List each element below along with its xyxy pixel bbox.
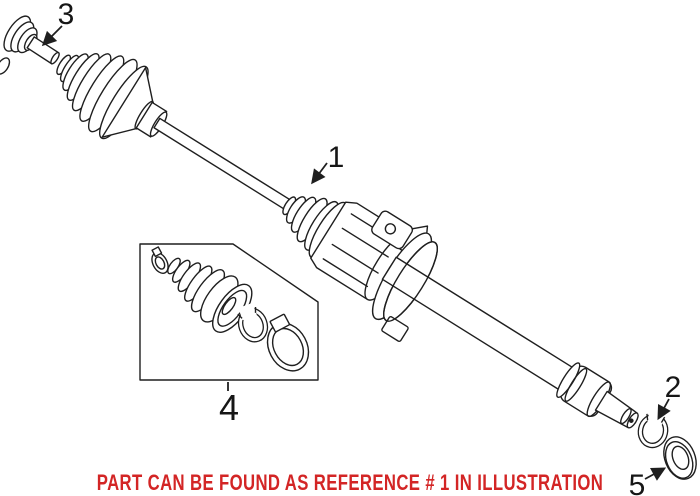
boot-kit-cv-boot <box>167 257 253 333</box>
callout-2-arrow <box>657 398 671 421</box>
axle-shaft-main-drawing <box>381 256 576 392</box>
callout-1-label: 1 <box>328 141 345 174</box>
seal-ring-washer <box>663 436 697 480</box>
boot-kit-clamp-large <box>266 313 310 372</box>
callout-5-label: 5 <box>629 469 646 496</box>
callout-2-label: 2 <box>665 371 682 404</box>
axle-snap-ring <box>637 409 669 449</box>
axle-shaft-thin-drawing <box>153 117 293 212</box>
callout-4-label: 4 <box>219 387 239 428</box>
callout-3-arrow <box>41 25 63 47</box>
callout-5-arrow <box>644 467 667 481</box>
shaft-stub-end-drawing <box>594 390 639 429</box>
callout-1-arrow <box>311 162 328 185</box>
bracket-bolt-hole <box>384 223 397 235</box>
callout-3-label: 3 <box>58 0 75 31</box>
outer-cv-boot-drawing <box>56 52 168 140</box>
boot-kit-snap-ring <box>237 302 269 343</box>
boot-kit-clamp-small <box>151 246 169 274</box>
axle-assembly-drawing <box>56 52 639 429</box>
bracket-foot-drawing <box>381 316 409 343</box>
washer-at-edge <box>0 57 11 75</box>
reference-caption: PART CAN BE FOUND AS REFERENCE # 1 IN IL… <box>96 470 604 495</box>
